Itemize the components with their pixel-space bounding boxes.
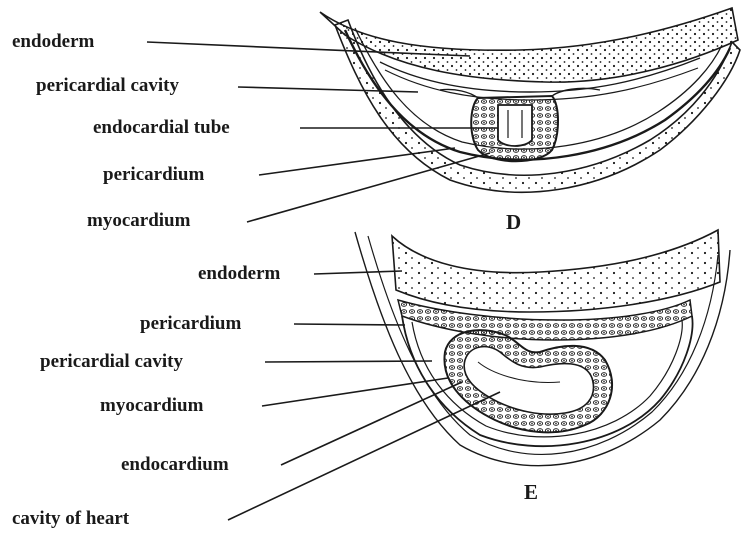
panel-e-endoderm-layer	[392, 230, 720, 312]
label-d-endocardial-tube: endocardial tube	[93, 118, 230, 137]
label-e-endoderm: endoderm	[198, 264, 280, 283]
panel-d-endoderm-layer	[320, 8, 738, 82]
leader-e-cavity-of-heart	[228, 392, 500, 520]
label-e-pericardial-cavity: pericardial cavity	[40, 352, 183, 371]
panel-letter-e: E	[524, 482, 538, 503]
panel-letter-d: D	[506, 212, 521, 233]
label-e-endocardium: endocardium	[121, 455, 229, 474]
label-d-pericardial-cavity: pericardial cavity	[36, 76, 179, 95]
leader-e-pericardial-cavity	[265, 361, 432, 362]
panel-e-drawing	[355, 230, 730, 466]
label-d-pericardium: pericardium	[103, 165, 204, 184]
label-d-endoderm: endoderm	[12, 32, 94, 51]
leader-d-myocardium	[247, 153, 490, 222]
label-d-myocardium: myocardium	[87, 211, 190, 230]
panel-d-endocardial-tube	[498, 105, 532, 146]
panel-d-drawing	[320, 8, 740, 192]
label-e-cavity-of-heart: cavity of heart	[12, 509, 129, 528]
leader-e-endoderm	[314, 271, 402, 274]
label-e-pericardium: pericardium	[140, 314, 241, 333]
leader-e-pericardium	[294, 324, 405, 325]
label-e-myocardium: myocardium	[100, 396, 203, 415]
